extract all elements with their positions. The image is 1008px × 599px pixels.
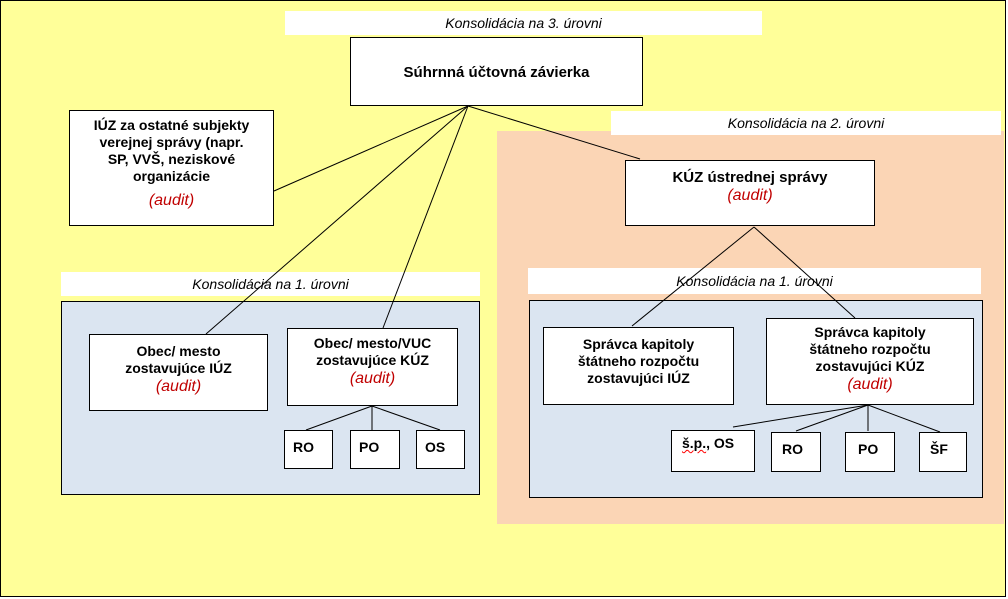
child-sp-suffix: , OS <box>706 435 735 451</box>
chapter-kuz-line: zostavujúci KÚZ <box>815 358 925 374</box>
chapter-kuz-line: štátneho rozpočtu <box>809 341 931 357</box>
summary-title: Súhrnná účtovná závierka <box>403 64 590 81</box>
municipality-iuz-node: Obec/ mesto zostavujúce IÚZ (audit) <box>89 334 268 411</box>
central-gov-node: KÚZ ústrednej správy (audit) <box>625 160 875 226</box>
audit-label: (audit) <box>148 192 195 209</box>
level1-left-label: Konsolidácia na 1. úrovni <box>61 272 480 296</box>
municipality-iuz-line: Obec/ mesto <box>136 343 221 359</box>
other-entities-line: organizácie <box>132 168 211 184</box>
audit-label: (audit) <box>727 187 773 204</box>
child-node-ro: RO <box>284 430 333 469</box>
other-entities-node: IÚZ za ostatné subjekty verejnej správy … <box>69 110 274 226</box>
other-entities-line: verejnej správy (napr. <box>99 134 244 150</box>
child-node-sf: ŠF <box>919 432 967 472</box>
chapter-kuz-node: Správca kapitoly štátneho rozpočtu zosta… <box>766 318 974 405</box>
child-node-ro: RO <box>771 432 821 472</box>
other-entities-line: IÚZ za ostatné subjekty <box>93 117 250 133</box>
municipality-kuz-node: Obec/ mesto/VUC zostavujúce KÚZ (audit) <box>287 328 458 406</box>
audit-label: (audit) <box>155 378 202 395</box>
child-node-po: PO <box>350 430 400 469</box>
level3-label: Konsolidácia na 3. úrovni <box>285 11 762 35</box>
chapter-iuz-line: štátneho rozpočtu <box>577 353 700 369</box>
summary-node: Súhrnná účtovná závierka <box>350 37 643 106</box>
municipality-iuz-line: zostavujúce IÚZ <box>125 360 232 376</box>
other-entities-line: SP, VVŠ, neziskové <box>107 151 236 167</box>
chapter-iuz-line: zostavujúci IÚZ <box>587 370 690 386</box>
chapter-kuz-line: Správca kapitoly <box>814 324 926 340</box>
central-gov-title: KÚZ ústrednej správy <box>672 169 828 186</box>
child-node-sp-os: š.p., OS <box>671 430 755 472</box>
audit-label: (audit) <box>847 376 893 393</box>
chapter-iuz-node: Správca kapitoly štátneho rozpočtu zosta… <box>543 327 734 405</box>
municipality-kuz-line: Obec/ mesto/VUC <box>313 335 432 351</box>
audit-label: (audit) <box>349 370 396 387</box>
child-node-os: OS <box>416 430 465 469</box>
level2-label: Konsolidácia na 2. úrovni <box>611 111 1001 135</box>
municipality-kuz-line: zostavujúce KÚZ <box>316 352 429 368</box>
child-node-po: PO <box>845 432 895 472</box>
child-sp-prefix: š.p. <box>682 435 707 451</box>
level1-right-label: Konsolidácia na 1. úrovni <box>528 268 981 294</box>
chapter-iuz-line: Správca kapitoly <box>582 336 695 352</box>
